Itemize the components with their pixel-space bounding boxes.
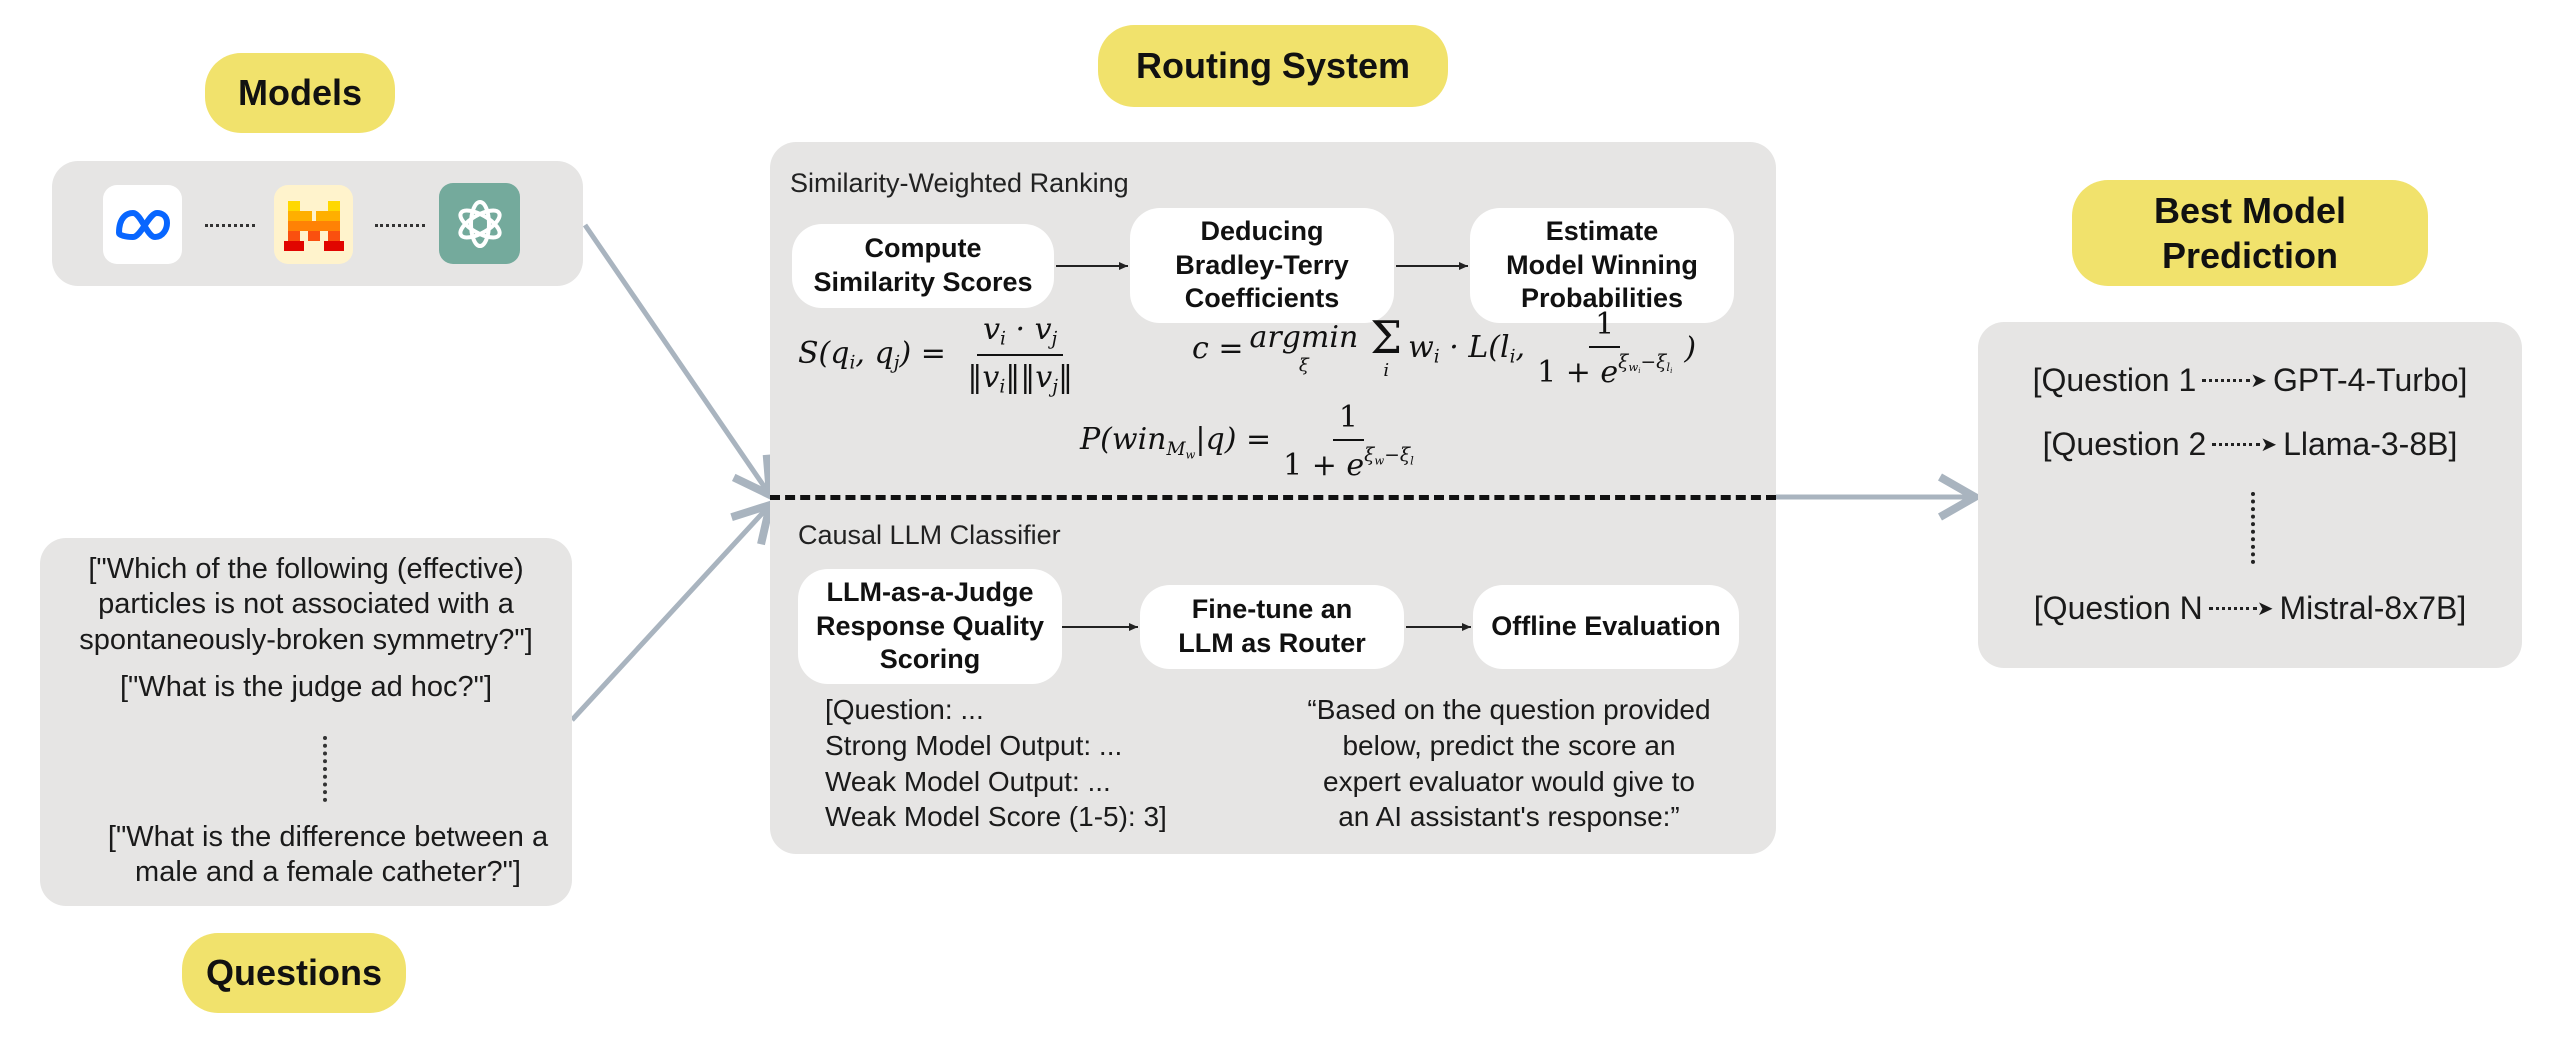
llm-judge-box: LLM-as-a-Judge Response Quality Scoring bbox=[798, 569, 1062, 684]
ellipsis-dots-1 bbox=[205, 224, 255, 227]
bradley-terry-box: Deducing Bradley-Terry Coefficients bbox=[1130, 208, 1394, 323]
compute-similarity-box: Compute Similarity Scores bbox=[792, 224, 1054, 308]
question-1: ["Which of the following (effective) par… bbox=[79, 553, 533, 656]
estimate-probabilities-box: Estimate Model Winning Probabilities bbox=[1470, 208, 1734, 323]
formula-similarity: S(qi, qj) = vi · vj‖vi‖‖vj‖ bbox=[798, 312, 1074, 398]
prediction-row-1: [Question 1 ➤ GPT-4-Turbo] bbox=[1978, 362, 2522, 399]
question-2: ["What is the judge ad hoc?"] bbox=[119, 671, 493, 703]
prediction-model: GPT-4-Turbo] bbox=[2273, 362, 2468, 398]
dotted-arrow-icon: ➤ bbox=[2208, 596, 2274, 621]
ellipsis-dots-2 bbox=[375, 224, 425, 227]
question-3: ["What is the difference between a male … bbox=[107, 821, 549, 889]
best-model-prediction-label: Best Model Prediction bbox=[2072, 180, 2428, 286]
judge-prompt-text: “Based on the question provided below, p… bbox=[1307, 694, 1711, 833]
causal-llm-classifier-title: Causal LLM Classifier bbox=[798, 520, 1061, 550]
arrow-models-to-router bbox=[582, 223, 775, 502]
dotted-arrow-icon: ➤ bbox=[2202, 368, 2267, 393]
routing-panel: Similarity-Weighted Ranking Compute Simi… bbox=[770, 142, 1776, 854]
vertical-ellipsis bbox=[2251, 492, 2255, 564]
vertical-ellipsis bbox=[323, 736, 327, 802]
fine-tune-router-box: Fine-tune an LLM as Router bbox=[1140, 585, 1404, 669]
prediction-question: [Question 2 bbox=[2042, 426, 2207, 462]
prediction-panel: [Question 1 ➤ GPT-4-Turbo] [Question 2 ➤… bbox=[1978, 322, 2522, 668]
section-divider bbox=[770, 495, 1776, 500]
openai-logo-icon bbox=[439, 183, 520, 264]
meta-logo-icon bbox=[103, 185, 182, 264]
models-panel bbox=[52, 161, 583, 286]
prediction-model: Llama-3-8B] bbox=[2283, 426, 2458, 462]
mistral-logo-icon bbox=[274, 185, 353, 264]
similarity-weighted-ranking-title: Similarity-Weighted Ranking bbox=[790, 168, 1129, 198]
routing-system-label: Routing System bbox=[1098, 25, 1448, 107]
questions-panel: ["Which of the following (effective) par… bbox=[40, 538, 572, 906]
prediction-row-2: [Question 2 ➤ Llama-3-8B] bbox=[1978, 426, 2522, 463]
prediction-question: [Question N bbox=[2033, 590, 2203, 626]
prediction-model: Mistral-8x7B] bbox=[2279, 590, 2467, 626]
questions-label: Questions bbox=[182, 933, 406, 1013]
models-label: Models bbox=[205, 53, 395, 133]
offline-evaluation-box: Offline Evaluation bbox=[1473, 585, 1739, 669]
judge-template-text: [Question: ... Strong Model Output: ... … bbox=[825, 694, 1167, 833]
prediction-row-3: [Question N ➤ Mistral-8x7B] bbox=[1978, 590, 2522, 627]
dotted-arrow-icon: ➤ bbox=[2212, 432, 2277, 457]
prediction-question: [Question 1 bbox=[2032, 362, 2197, 398]
arrow-questions-to-router bbox=[570, 499, 776, 722]
